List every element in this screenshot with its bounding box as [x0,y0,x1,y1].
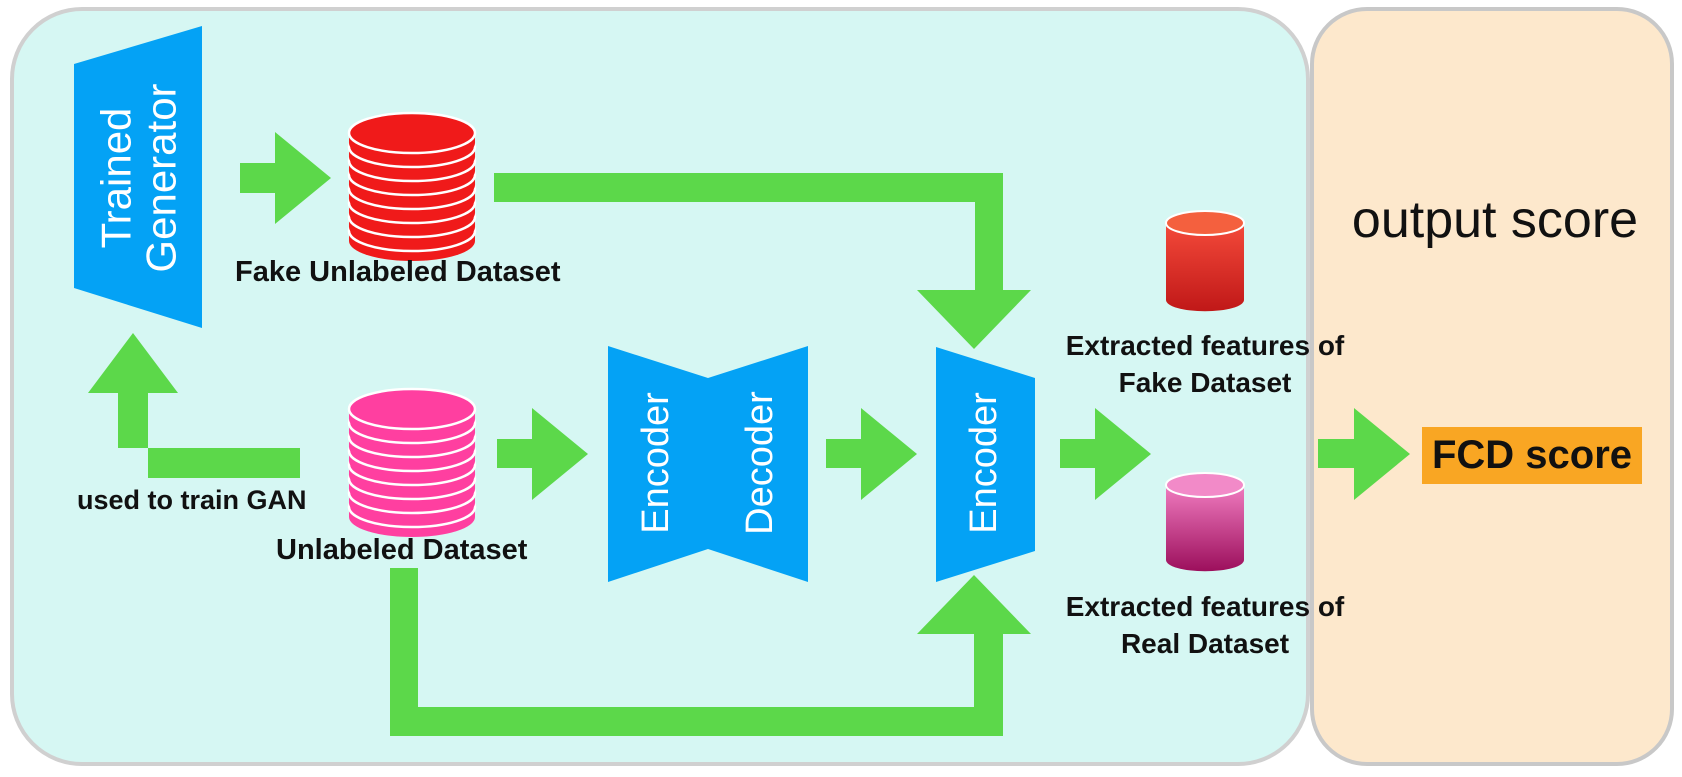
fake-features-line2: Fake Dataset [1118,367,1292,398]
fake-dataset-icon [347,111,477,261]
fake-dataset-disk-top [347,111,477,155]
encoder-label: Encoder [963,392,1005,534]
arrow-features-to-fcd [1318,408,1410,500]
arrow-real-to-encoder [390,568,1031,736]
autoencoder-decoder-label: Decoder [739,391,781,535]
arrow-autoencoder-to-encoder [826,408,917,500]
fcd-score-label: FCD score [1431,433,1633,477]
autoencoder-block [608,346,808,582]
fake-features-label: Extracted features of Fake Dataset [1040,327,1370,401]
arrow-generator-to-fake [240,132,331,224]
real-features-label: Extracted features of Real Dataset [1040,588,1370,662]
real-features-line2: Real Dataset [1120,628,1290,659]
arrow-fake-to-encoder [494,173,1031,349]
real-dataset-label: Unlabeled Dataset [276,534,528,566]
autoencoder-encoder-label: Encoder [635,392,677,534]
arrow-encoder-to-features [1060,408,1151,500]
real-dataset-disk-top [347,387,477,431]
encoder-block [936,347,1035,582]
train-note-label: used to train GAN [77,485,307,515]
output-panel-title: output score [1351,191,1639,249]
fake-features-icon [1165,210,1245,312]
fcd-box-bg [1422,427,1642,484]
arrow-real-to-autoencoder [497,408,588,500]
generator-block [74,26,202,328]
real-features-line1: Extracted features of [1065,591,1345,622]
fake-dataset-label: Fake Unlabeled Dataset [235,256,561,288]
real-features-icon [1165,472,1245,572]
generator-label: Trained Generator [92,83,185,273]
real-dataset-icon [347,387,477,537]
output-panel [1310,7,1674,766]
fake-features-line1: Extracted features of [1065,330,1345,361]
arrow-train-gan [88,333,300,478]
